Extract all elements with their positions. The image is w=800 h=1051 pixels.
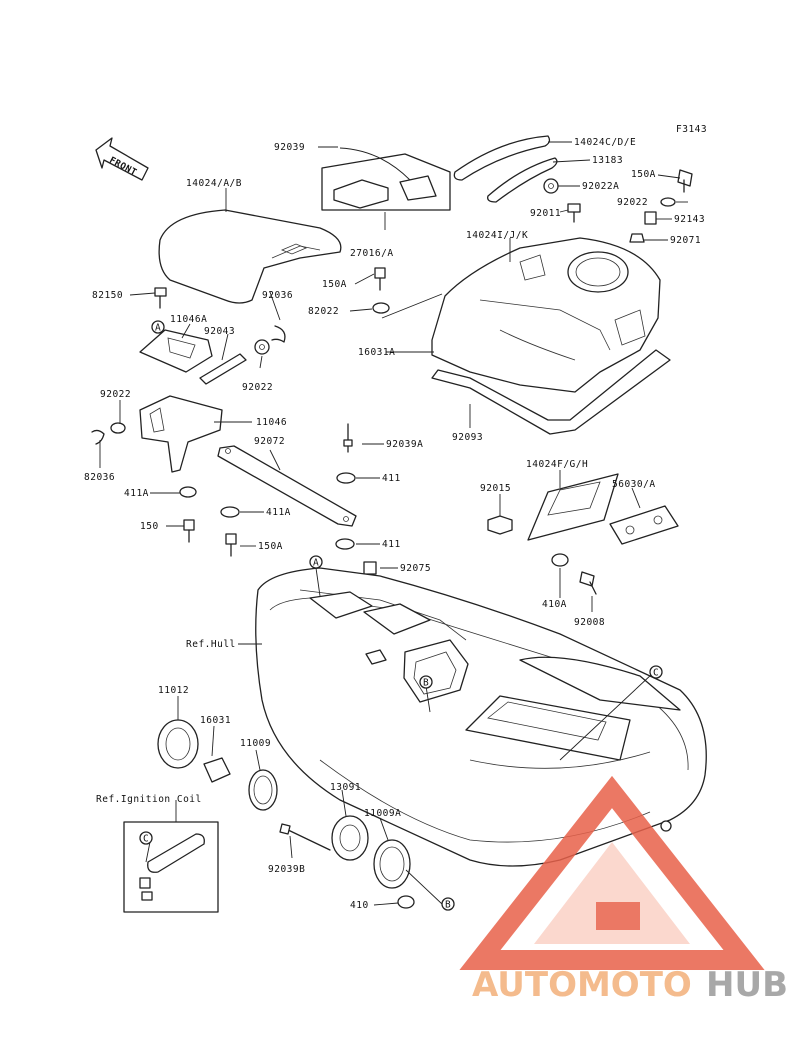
fastener-group-mid	[372, 267, 390, 314]
label-410: 410	[350, 900, 369, 911]
label-92039a: 92039A	[386, 439, 423, 450]
label-150a-top: 150A	[631, 169, 656, 180]
bottom-parts	[157, 719, 415, 909]
label-92039: 92039	[274, 142, 305, 153]
label-ref-ignition-coil: Ref.Ignition Coil	[96, 794, 202, 805]
label-92015: 92015	[480, 483, 511, 494]
svg-text:B: B	[445, 900, 451, 911]
label-411a-left: 411A	[124, 488, 149, 499]
bolt-82150	[154, 287, 167, 297]
label-150a-mid: 150A	[322, 279, 347, 290]
label-14024fgh: 14024F/G/H	[526, 459, 588, 470]
seat-part	[158, 209, 342, 304]
ignition-coil-box	[123, 821, 219, 913]
side-panel	[487, 473, 679, 595]
callout-b2: B	[441, 897, 455, 911]
label-92093: 92093	[452, 432, 483, 443]
label-11009: 11009	[240, 738, 271, 749]
label-150a-bottom: 150A	[258, 541, 283, 552]
label-13183: 13183	[592, 155, 623, 166]
label-16031a: 16031A	[358, 347, 395, 358]
front-arrow-icon: FRONT	[95, 137, 149, 181]
label-82150: 82150	[92, 290, 123, 301]
label-11046a: 11046A	[170, 314, 207, 325]
diagram-code: F3143	[676, 124, 707, 135]
watermark-hub-text: HUB	[706, 965, 788, 1005]
label-14024cde: 14024C/D/E	[574, 137, 636, 148]
label-92022-left: 92022	[242, 382, 273, 393]
label-92022-right: 92022	[617, 197, 648, 208]
strip-part	[453, 135, 551, 181]
label-150: 150	[140, 521, 159, 532]
label-14024ab: 14024/A/B	[186, 178, 242, 189]
label-ref-hull: Ref.Hull	[186, 639, 236, 650]
callout-c1: C	[649, 665, 663, 679]
label-11012: 11012	[158, 685, 189, 696]
label-92043: 92043	[204, 326, 235, 337]
label-27016a: 27016/A	[350, 248, 394, 259]
label-14024ijk: 14024I/J/K	[466, 230, 528, 241]
label-11046: 11046	[256, 417, 287, 428]
label-410a: 410A	[542, 599, 567, 610]
label-411-bottom: 411	[382, 539, 401, 550]
strap-92072	[217, 445, 357, 527]
label-411-top: 411	[382, 473, 401, 484]
svg-text:A: A	[155, 323, 161, 334]
hull-part	[255, 567, 707, 867]
label-82022: 82022	[308, 306, 339, 317]
label-92071: 92071	[670, 235, 701, 246]
callout-b1: B	[419, 675, 433, 689]
bracket-11046a	[139, 325, 286, 385]
label-92036-top: 92036	[262, 290, 293, 301]
gasket-part	[431, 349, 671, 435]
part-labels: 92039 14024C/D/E 13183 150A 92022A 92011…	[84, 137, 705, 911]
callout-a2: A	[309, 555, 323, 569]
svg-text:A: A	[313, 558, 319, 569]
label-92008: 92008	[574, 617, 605, 628]
label-92011: 92011	[530, 208, 561, 219]
label-13091: 13091	[330, 782, 361, 793]
label-11009a: 11009A	[364, 808, 401, 819]
svg-text:B: B	[423, 678, 429, 689]
svg-text:C: C	[143, 834, 149, 845]
callout-a1: A	[151, 320, 165, 334]
watermark-auto-text: AUTOMOTO	[472, 965, 692, 1005]
label-92022-far-left: 92022	[100, 389, 131, 400]
svg-text:C: C	[653, 668, 659, 679]
washers-group	[183, 423, 377, 575]
strip-part-2	[487, 157, 558, 203]
label-92143: 92143	[674, 214, 705, 225]
switch-part	[321, 147, 451, 211]
label-411a-mid: 411A	[266, 507, 291, 518]
callout-c2: C	[139, 831, 153, 845]
label-56030a: 56030/A	[612, 479, 656, 490]
label-92075: 92075	[400, 563, 431, 574]
cover-part	[431, 237, 661, 393]
bracket-11046	[91, 395, 223, 498]
leader-lines	[99, 141, 688, 906]
label-16031: 16031	[200, 715, 231, 726]
fastener-group-right	[543, 169, 693, 243]
label-92039b: 92039B	[268, 864, 305, 875]
label-92022a: 92022A	[582, 181, 619, 192]
watermark-logo: AUTOMOTO HUB	[459, 775, 788, 1005]
label-82036: 82036	[84, 472, 115, 483]
label-92072: 92072	[254, 436, 285, 447]
